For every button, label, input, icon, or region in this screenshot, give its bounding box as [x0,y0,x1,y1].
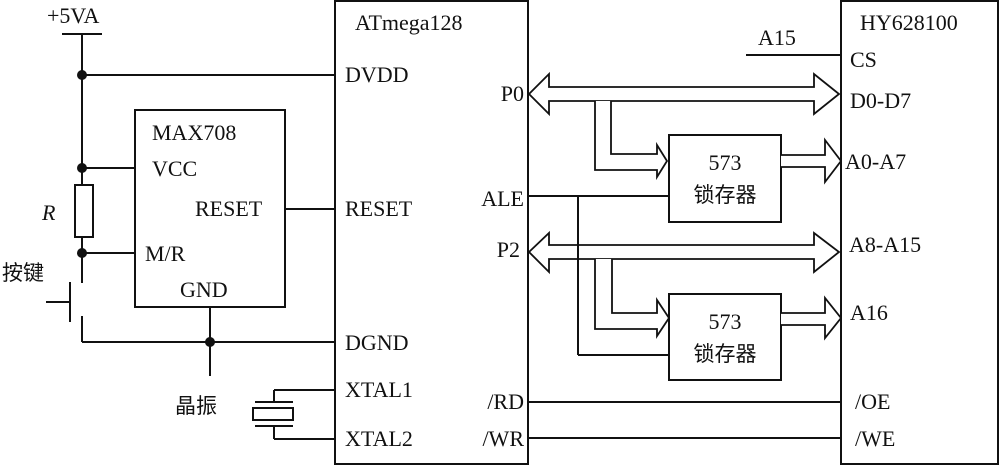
atmega-pin-p2: P2 [497,237,520,262]
atmega128-box [334,0,529,465]
resistor-label: R [41,200,56,225]
p2-latch2-branch [594,259,671,339]
power-supply: +5VA [47,3,335,185]
sram-pin-a8a15: A8-A15 [849,232,921,257]
sram-pin-cs: CS [850,47,877,72]
crystal: 晶振 [175,389,335,440]
atmega128-chip: ATmega128 DVDD RESET DGND XTAL1 XTAL2 P0… [334,0,529,465]
button-label: 按键 [2,261,44,285]
atmega-pin-p0: P0 [501,81,524,106]
crystal-label: 晶振 [175,394,217,418]
max708-chip: MAX708 VCC RESET M/R GND [134,109,335,308]
max708-pin-reset: RESET [195,196,263,221]
atmega-pin-ale: ALE [481,186,524,211]
atmega-pin-dvdd: DVDD [345,62,409,87]
atmega-title: ATmega128 [355,10,463,35]
sram-pin-we: /WE [855,426,895,451]
push-button: 按键 [2,261,335,376]
sram-pin-oe: /OE [855,389,890,414]
latch1-output-bus [781,137,843,185]
max708-pin-mr: M/R [145,241,186,266]
sram-title: HY628100 [860,10,958,35]
resistor-body [74,184,94,238]
latch1-part: 573 [709,150,742,175]
crystal-body [252,407,294,421]
latch1-box [668,134,782,223]
hy628100-chip: HY628100 CS D0-D7 A0-A7 A8-A15 A16 /OE /… [840,0,999,465]
atmega-pin-dgnd: DGND [345,330,409,355]
atmega-pin-wr: /WR [482,426,524,451]
atmega-pin-reset: RESET [345,196,413,221]
latch2-part: 573 [709,309,742,334]
p0-data-bus [527,71,841,117]
latch2-name: 锁存器 [694,342,757,366]
p0-latch1-branch [594,101,669,181]
junction-dot [77,163,87,173]
hy628100-box [840,0,999,465]
atmega-pin-xtal2: XTAL2 [345,426,413,451]
junction-dot [77,70,87,80]
power-label: +5VA [47,3,99,28]
latch1-name: 锁存器 [694,183,757,207]
cs-signal-label: A15 [758,25,796,50]
p2-address-bus [527,230,841,275]
resistor: R [41,184,135,283]
sram-pin-d0d7: D0-D7 [850,88,911,113]
atmega-pin-xtal1: XTAL1 [345,377,413,402]
sram-pin-a0a7: A0-A7 [845,149,906,174]
max708-pin-vcc: VCC [152,156,197,181]
latch-573-2: 573 锁存器 [668,293,782,381]
sram-pin-a16: A16 [850,300,888,325]
junction-dot [77,248,87,258]
max708-pin-gnd: GND [180,277,228,302]
max708-title: MAX708 [152,120,236,145]
latch2-box [668,293,782,381]
latch-573-1: 573 锁存器 [668,134,782,223]
max708-box [134,109,286,308]
atmega-pin-rd: /RD [487,389,524,414]
latch2-output-bus [781,295,843,341]
